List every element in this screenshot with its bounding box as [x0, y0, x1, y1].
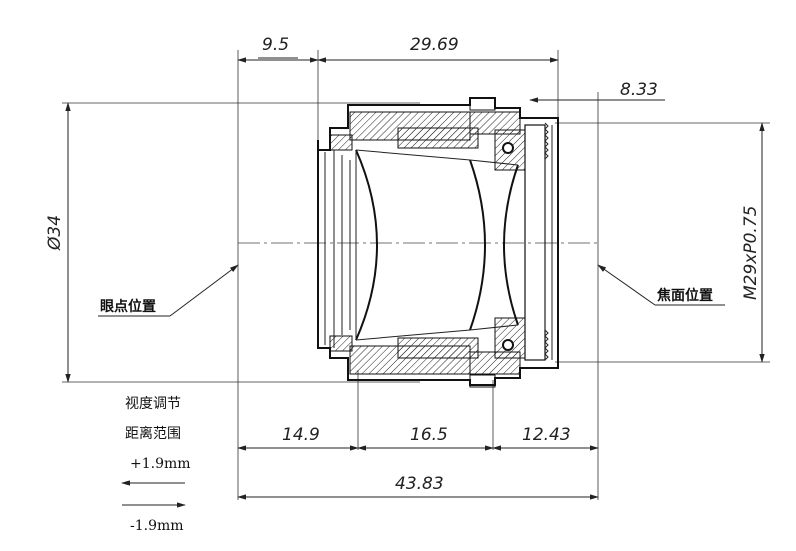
dimension-diameter-34: Ø34	[45, 102, 71, 383]
dim-8-33-label: 8.33	[620, 80, 658, 100]
eyepiece-body	[317, 97, 559, 388]
dim-9-5-label: 9.5	[262, 35, 289, 55]
diopter-note: 视度调节 距离范围 +1.9mm -1.9mm	[121, 396, 191, 534]
focal-plane-label: 焦面位置	[656, 287, 713, 304]
dimension-9-5: 9.5	[237, 35, 319, 63]
dimension-43-83: 43.83	[237, 474, 599, 500]
eye-point-leader: 眼点位置	[98, 264, 239, 317]
dimension-16-5: 16.5	[357, 425, 494, 451]
dimension-29-69: 29.69	[317, 35, 559, 63]
dim-29-69-label: 29.69	[410, 35, 459, 55]
focal-plane-leader: 焦面位置	[597, 264, 725, 306]
dim-14-9-label: 14.9	[282, 425, 320, 445]
dim-16-5-label: 16.5	[410, 425, 448, 445]
diopter-line2: 距离范围	[125, 425, 181, 442]
dimension-14-9: 14.9	[237, 425, 359, 451]
dimension-12-43: 12.43	[492, 425, 599, 451]
dim-diameter-label: Ø34	[45, 215, 65, 251]
dim-43-83-label: 43.83	[395, 474, 444, 494]
plus-range-label: +1.9mm	[130, 456, 191, 472]
dim-thread-label: M29xP0.75	[741, 206, 761, 300]
diopter-line1: 视度调节	[125, 396, 181, 412]
lens-group	[341, 149, 519, 341]
minus-range-label: -1.9mm	[130, 518, 184, 534]
dimension-8-33: 8.33	[529, 80, 665, 103]
eye-point-label: 眼点位置	[100, 298, 156, 315]
extension-lines	[62, 50, 770, 500]
dim-12-43-label: 12.43	[522, 425, 571, 445]
dimension-thread: M29xP0.75	[741, 122, 765, 363]
